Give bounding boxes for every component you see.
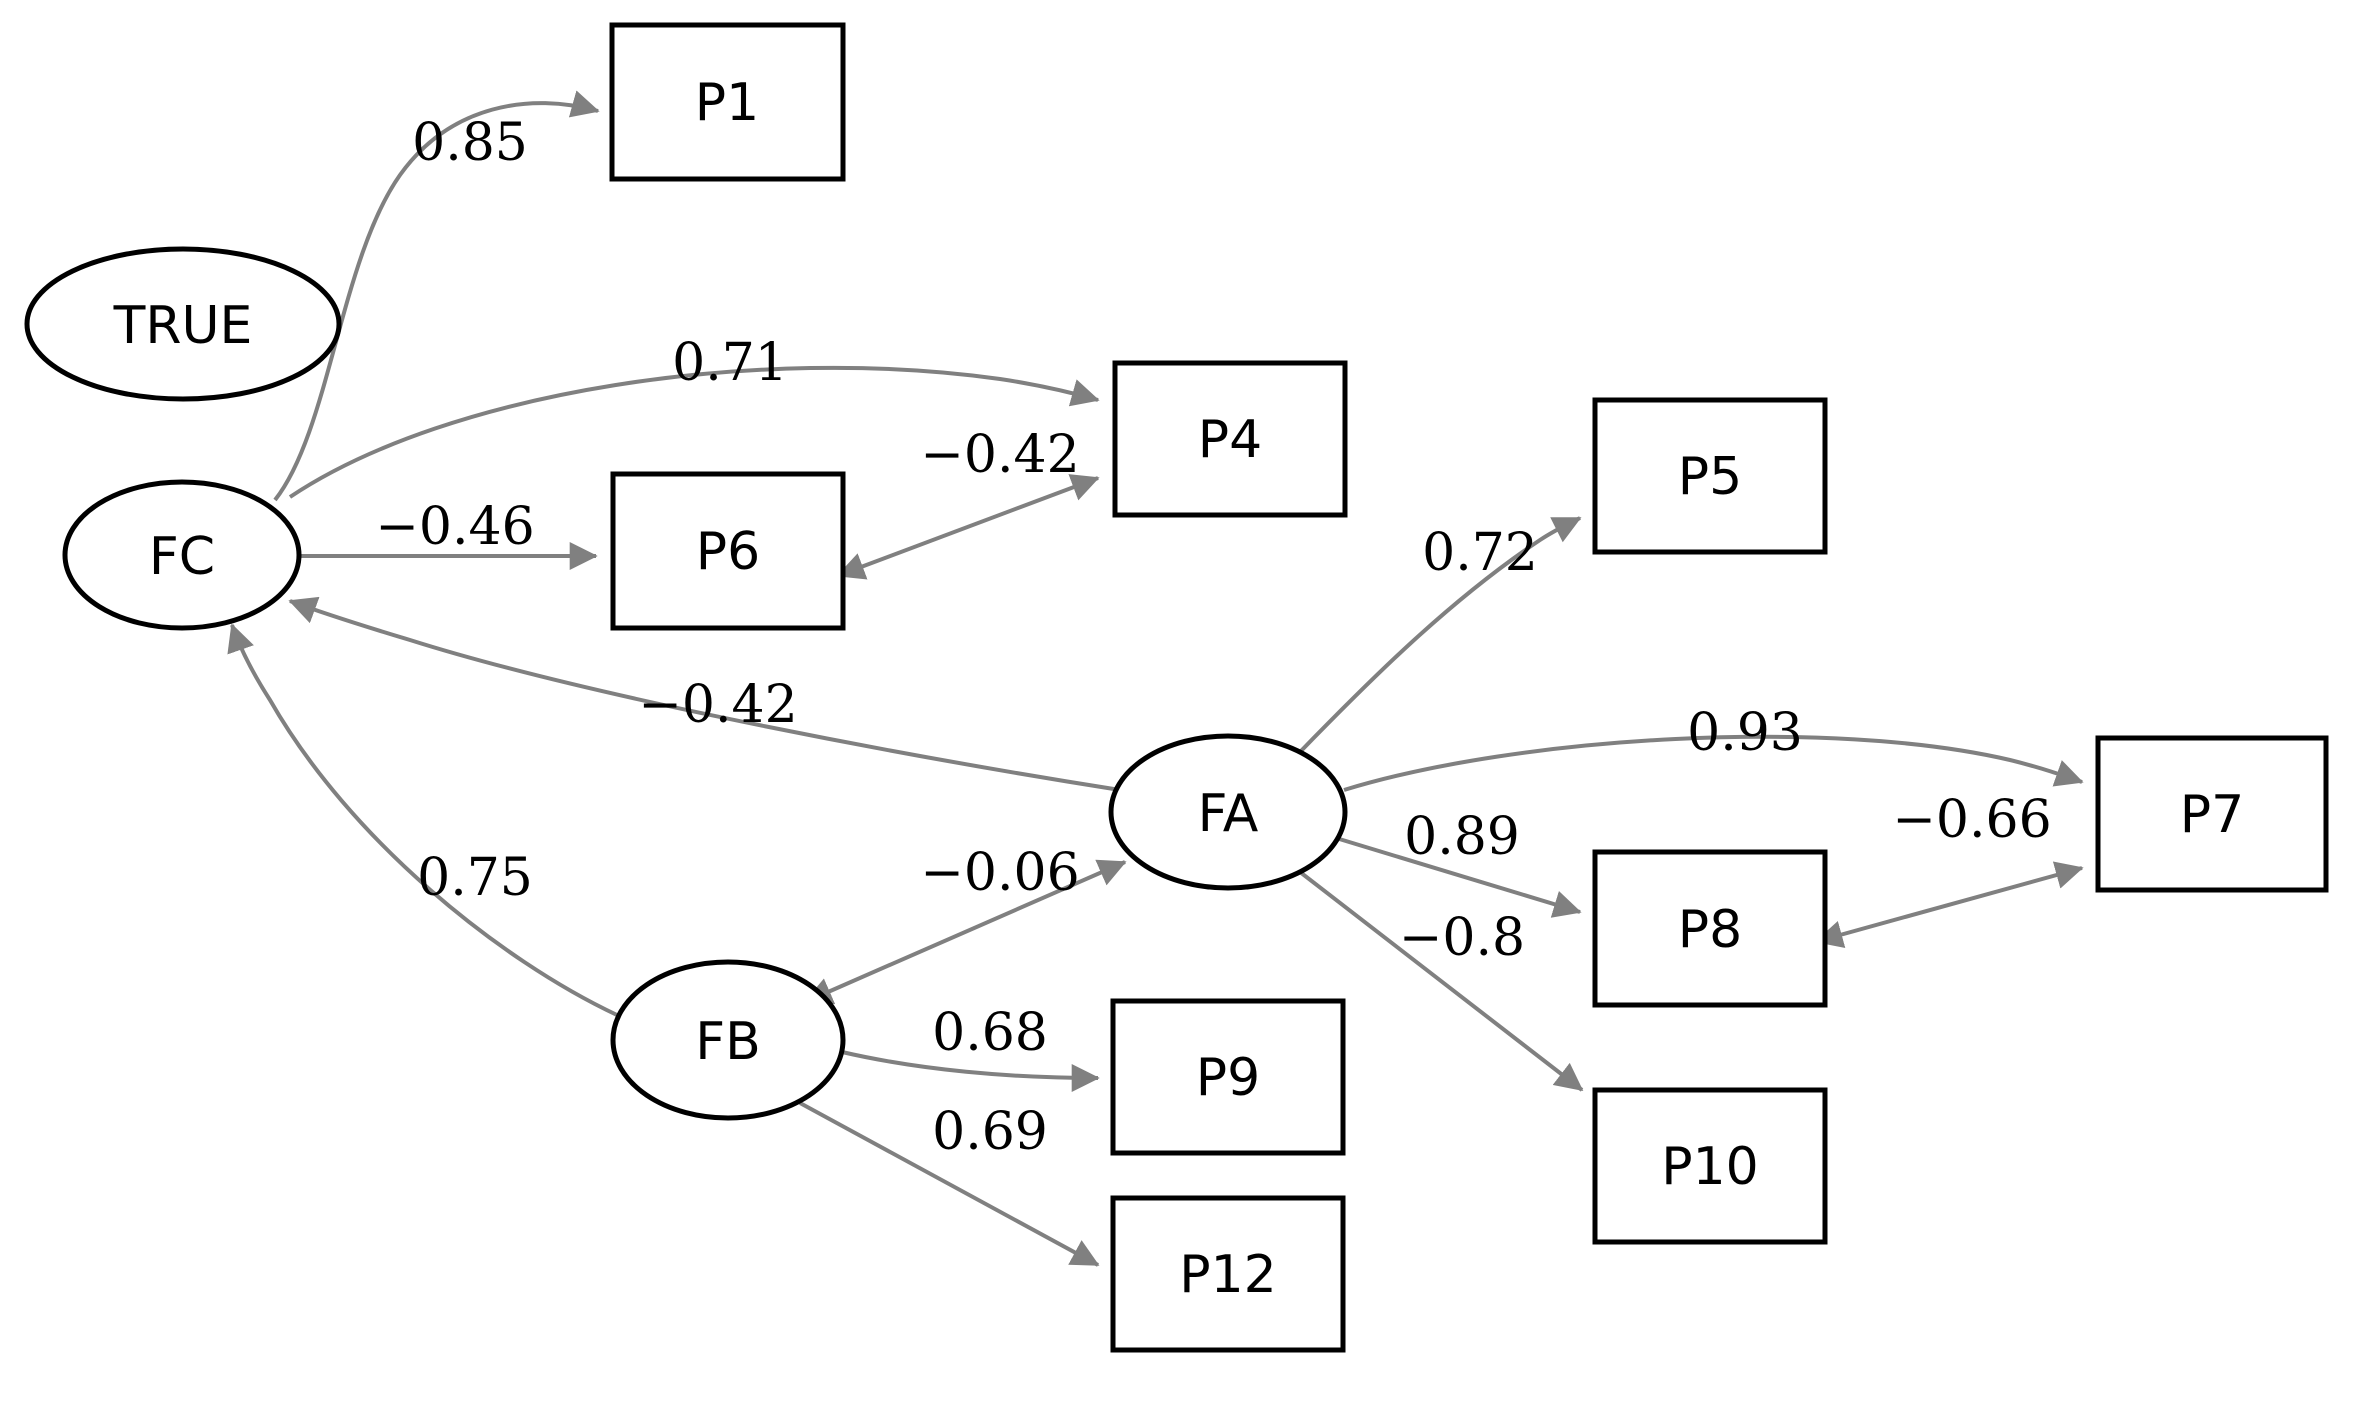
edge-fb-fc (227, 623, 618, 1017)
node-p4-label: P4 (1198, 410, 1262, 470)
node-p8-label: P8 (1678, 900, 1742, 960)
edge-label-fb-p9: 0.68 (932, 1003, 1048, 1063)
node-fa-shape[interactable] (1108, 733, 1348, 891)
edge-label-fa-p7: 0.93 (1687, 703, 1803, 763)
node-p12-label: P12 (1179, 1245, 1277, 1305)
edge-label-fc-p4: 0.71 (672, 333, 788, 393)
edge-label-fa-p10: −0.8 (1399, 908, 1525, 968)
node-p9-label: P9 (1196, 1048, 1260, 1108)
node-fc[interactable]: FC (62, 479, 302, 631)
node-p5[interactable]: P5 (1592, 397, 1828, 555)
node-p4[interactable]: P4 (1112, 360, 1348, 518)
edges-layer (227, 90, 2084, 1267)
edge-fa-p10 (1298, 870, 1584, 1092)
node-p1-shape[interactable] (609, 22, 846, 182)
edge-fc-p4 (288, 365, 1100, 499)
edge-p4-p6 (836, 474, 1100, 580)
node-p6-label: P6 (696, 522, 760, 582)
node-p7[interactable]: P7 (2095, 735, 2329, 893)
node-p7-label: P7 (2180, 785, 2244, 845)
node-true[interactable]: TRUE (24, 246, 342, 402)
node-p5-label: P5 (1678, 447, 1742, 507)
edge-label-fb-p12: 0.69 (932, 1102, 1048, 1162)
edge-label-p8-p7: −0.66 (1892, 790, 2051, 850)
node-p9-shape[interactable] (1110, 998, 1346, 1156)
edge-label-fb-fc: 0.75 (417, 848, 533, 908)
node-fa[interactable]: FA (1108, 733, 1348, 891)
node-fc-shape[interactable] (62, 479, 302, 631)
edge-fa-p7 (1343, 734, 2084, 792)
node-p10-shape[interactable] (1592, 1087, 1828, 1245)
node-p10-label: P10 (1661, 1137, 1759, 1197)
node-true-shape[interactable] (24, 246, 342, 402)
node-p12-shape[interactable] (1110, 1195, 1346, 1353)
node-fc-label: FC (149, 527, 215, 587)
node-fb-shape[interactable] (610, 959, 846, 1121)
latent-nodes-layer: TRUE FC FA FB (24, 246, 1348, 1121)
observed-nodes-layer: P1 P4 P6 P5 P7 P8 (609, 22, 2329, 1353)
edge-label-fa-fb: −0.06 (920, 843, 1079, 903)
edge-label-fa-p8: 0.89 (1404, 807, 1520, 867)
edge-labels-layer: 0.85 0.71 −0.46 −0.42 −0.42 0.75 −0.06 0… (375, 113, 2051, 1162)
node-p1[interactable]: P1 (609, 22, 846, 182)
edge-label-p4-p6: −0.42 (920, 425, 1079, 485)
node-p9[interactable]: P9 (1110, 998, 1346, 1156)
edge-fb-p9 (841, 1050, 1100, 1092)
node-p1-label: P1 (695, 73, 759, 133)
node-p6[interactable]: P6 (610, 471, 846, 631)
edge-label-fc-p6: −0.46 (375, 497, 534, 557)
edge-p8-p7 (1814, 861, 2084, 949)
node-p8[interactable]: P8 (1592, 849, 1828, 1008)
edge-fc-p1 (273, 90, 600, 502)
node-p12[interactable]: P12 (1110, 1195, 1346, 1353)
edge-label-fa-p5: 0.72 (1422, 523, 1538, 583)
node-fb[interactable]: FB (610, 959, 846, 1121)
node-p6-shape[interactable] (610, 471, 846, 631)
edge-label-fa-fc: −0.42 (638, 675, 797, 735)
node-p10[interactable]: P10 (1592, 1087, 1828, 1245)
node-p7-shape[interactable] (2095, 735, 2329, 893)
node-fb-label: FB (695, 1012, 761, 1072)
edge-fa-fc (288, 596, 1121, 792)
edge-fa-fb (803, 859, 1127, 1005)
node-p5-shape[interactable] (1592, 397, 1828, 555)
node-true-label: TRUE (113, 296, 253, 356)
edge-fa-p8 (1335, 836, 1582, 918)
edge-label-fc-p1: 0.85 (412, 113, 528, 173)
node-p4-shape[interactable] (1112, 360, 1348, 518)
node-fa-label: FA (1198, 784, 1259, 844)
edge-fa-p5 (1298, 516, 1582, 754)
node-p8-shape[interactable] (1592, 849, 1828, 1008)
edge-fb-p12 (799, 1101, 1100, 1267)
